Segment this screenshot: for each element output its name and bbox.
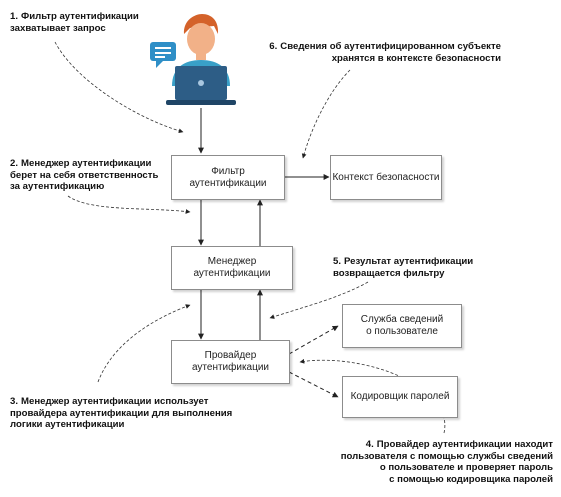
note-5-number: 5. xyxy=(333,256,342,267)
note-6-text: Сведения об аутентифицированном субъекте… xyxy=(280,41,501,64)
note-5-text: Результат аутентификации возвращается фи… xyxy=(333,256,474,279)
callout-curve-2 xyxy=(67,195,191,214)
note-3-text: Менеджер аутентификации использует прова… xyxy=(10,396,233,430)
chat-bubble-icon xyxy=(150,42,176,68)
callout-curve-6 xyxy=(301,69,351,159)
note-1-number: 1. xyxy=(10,11,19,22)
callout-curve-1 xyxy=(54,41,184,134)
security-context-box: Контекст безопасности xyxy=(330,155,442,200)
note-2: 2.Менеджер аутентификации берет на себя … xyxy=(10,158,158,193)
arrow-provider-to-password-encoder xyxy=(288,371,339,398)
note-6: 6.Сведения об аутентифицированном субъек… xyxy=(269,41,501,64)
callout-curve-5 xyxy=(269,281,369,319)
note-1: 1.Фильтр аутентификации захватывает запр… xyxy=(10,11,139,34)
authentication-filter-box: Фильтр аутентификации xyxy=(171,155,285,200)
note-4-number: 4. xyxy=(365,439,374,450)
password-encoder-box: Кодировщик паролей xyxy=(342,376,458,418)
note-2-number: 2. xyxy=(10,158,19,169)
note-1-text: Фильтр аутентификации захватывает запрос xyxy=(10,11,139,34)
user-with-laptop-icon xyxy=(150,14,236,105)
arrow-provider-to-user-details-service xyxy=(288,325,339,355)
authentication-provider-box: Провайдер аутентификации xyxy=(171,340,290,384)
note-6-number: 6. xyxy=(269,41,278,52)
note-3: 3.Менеджер аутентификации использует про… xyxy=(10,396,232,431)
authentication-manager-box: Менеджер аутентификации xyxy=(171,246,293,290)
note-3-number: 3. xyxy=(10,396,19,407)
note-5: 5.Результат аутентификации возвращается … xyxy=(333,256,473,279)
note-4: 4.Провайдер аутентификации находит польз… xyxy=(341,439,553,485)
note-2-text: Менеджер аутентификации берет на себя от… xyxy=(10,158,159,192)
user-details-service-box: Служба сведений о пользователе xyxy=(342,304,462,348)
note-4-text: Провайдер аутентификации находит пользов… xyxy=(340,439,553,485)
